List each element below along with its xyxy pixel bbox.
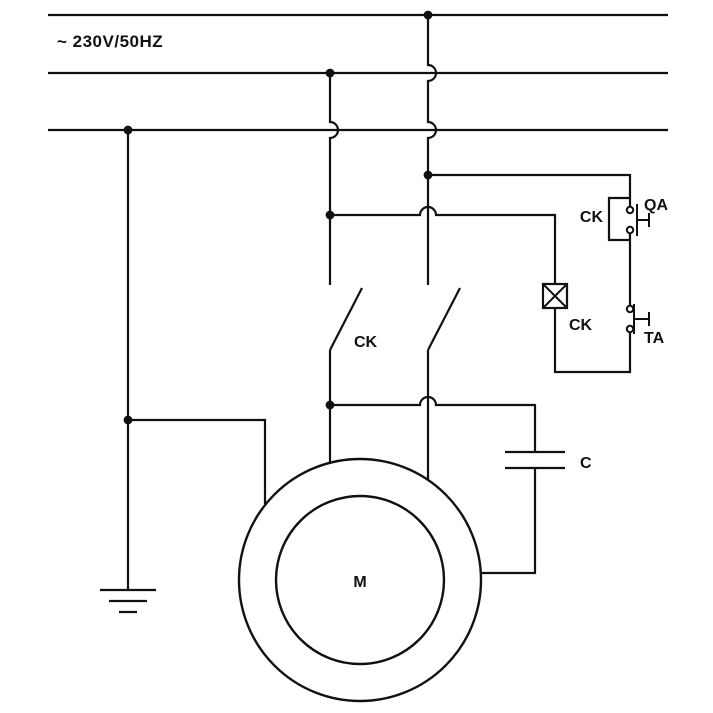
junction-dot xyxy=(423,10,433,20)
junction-dot xyxy=(123,415,133,425)
control-feed-wire xyxy=(428,173,632,207)
aux-contact-bracket xyxy=(607,196,630,242)
main-contact-2-blade xyxy=(427,287,461,351)
motor-label: M xyxy=(353,574,366,591)
neutral-to-motor-wire xyxy=(128,418,267,504)
motor-inner-circle xyxy=(274,494,446,666)
start-button-terminal-top xyxy=(625,205,635,215)
coil-cross-2 xyxy=(542,283,568,309)
capacitor-to-motor-wire xyxy=(481,468,537,575)
contactor-main-contacts: CK xyxy=(329,287,461,351)
main-contact-1-blade xyxy=(329,287,363,351)
stop-button-symbol: TA xyxy=(625,304,665,347)
supply-lines: ~ 230V/50HZ xyxy=(48,13,668,132)
stop-button-terminal-bottom xyxy=(625,324,635,334)
capacitor-label: C xyxy=(580,455,592,472)
main-contacts-label: CK xyxy=(354,334,378,351)
phase2-branch-wire xyxy=(328,73,340,285)
start-button-label: QA xyxy=(644,197,668,214)
junction-dot xyxy=(423,170,433,180)
start-button-terminal-bottom xyxy=(625,225,635,235)
junction-dots xyxy=(123,10,433,425)
stop-button-terminal-top xyxy=(625,304,635,314)
motor-symbol: M xyxy=(237,457,483,703)
coil-label: CK xyxy=(569,317,593,334)
stop-button-label: TA xyxy=(644,330,665,347)
capacitor-feed-wire xyxy=(330,395,537,452)
wires xyxy=(126,15,632,590)
ground-symbol xyxy=(100,588,156,614)
coil-return-wire xyxy=(553,308,632,374)
contactor-coil-symbol: CK xyxy=(541,282,593,334)
capacitor-symbol: C xyxy=(505,450,592,472)
junction-dot xyxy=(123,125,133,135)
junction-dot xyxy=(325,400,335,410)
junction-dot xyxy=(325,210,335,220)
coil-feed-wire xyxy=(330,205,557,284)
junction-dot xyxy=(325,68,335,78)
aux-contact-label: CK xyxy=(580,209,604,226)
start-button-symbol: CK QA xyxy=(580,196,668,242)
supply-voltage-label: ~ 230V/50HZ xyxy=(57,32,163,51)
phase1-branch-wire xyxy=(426,15,438,285)
